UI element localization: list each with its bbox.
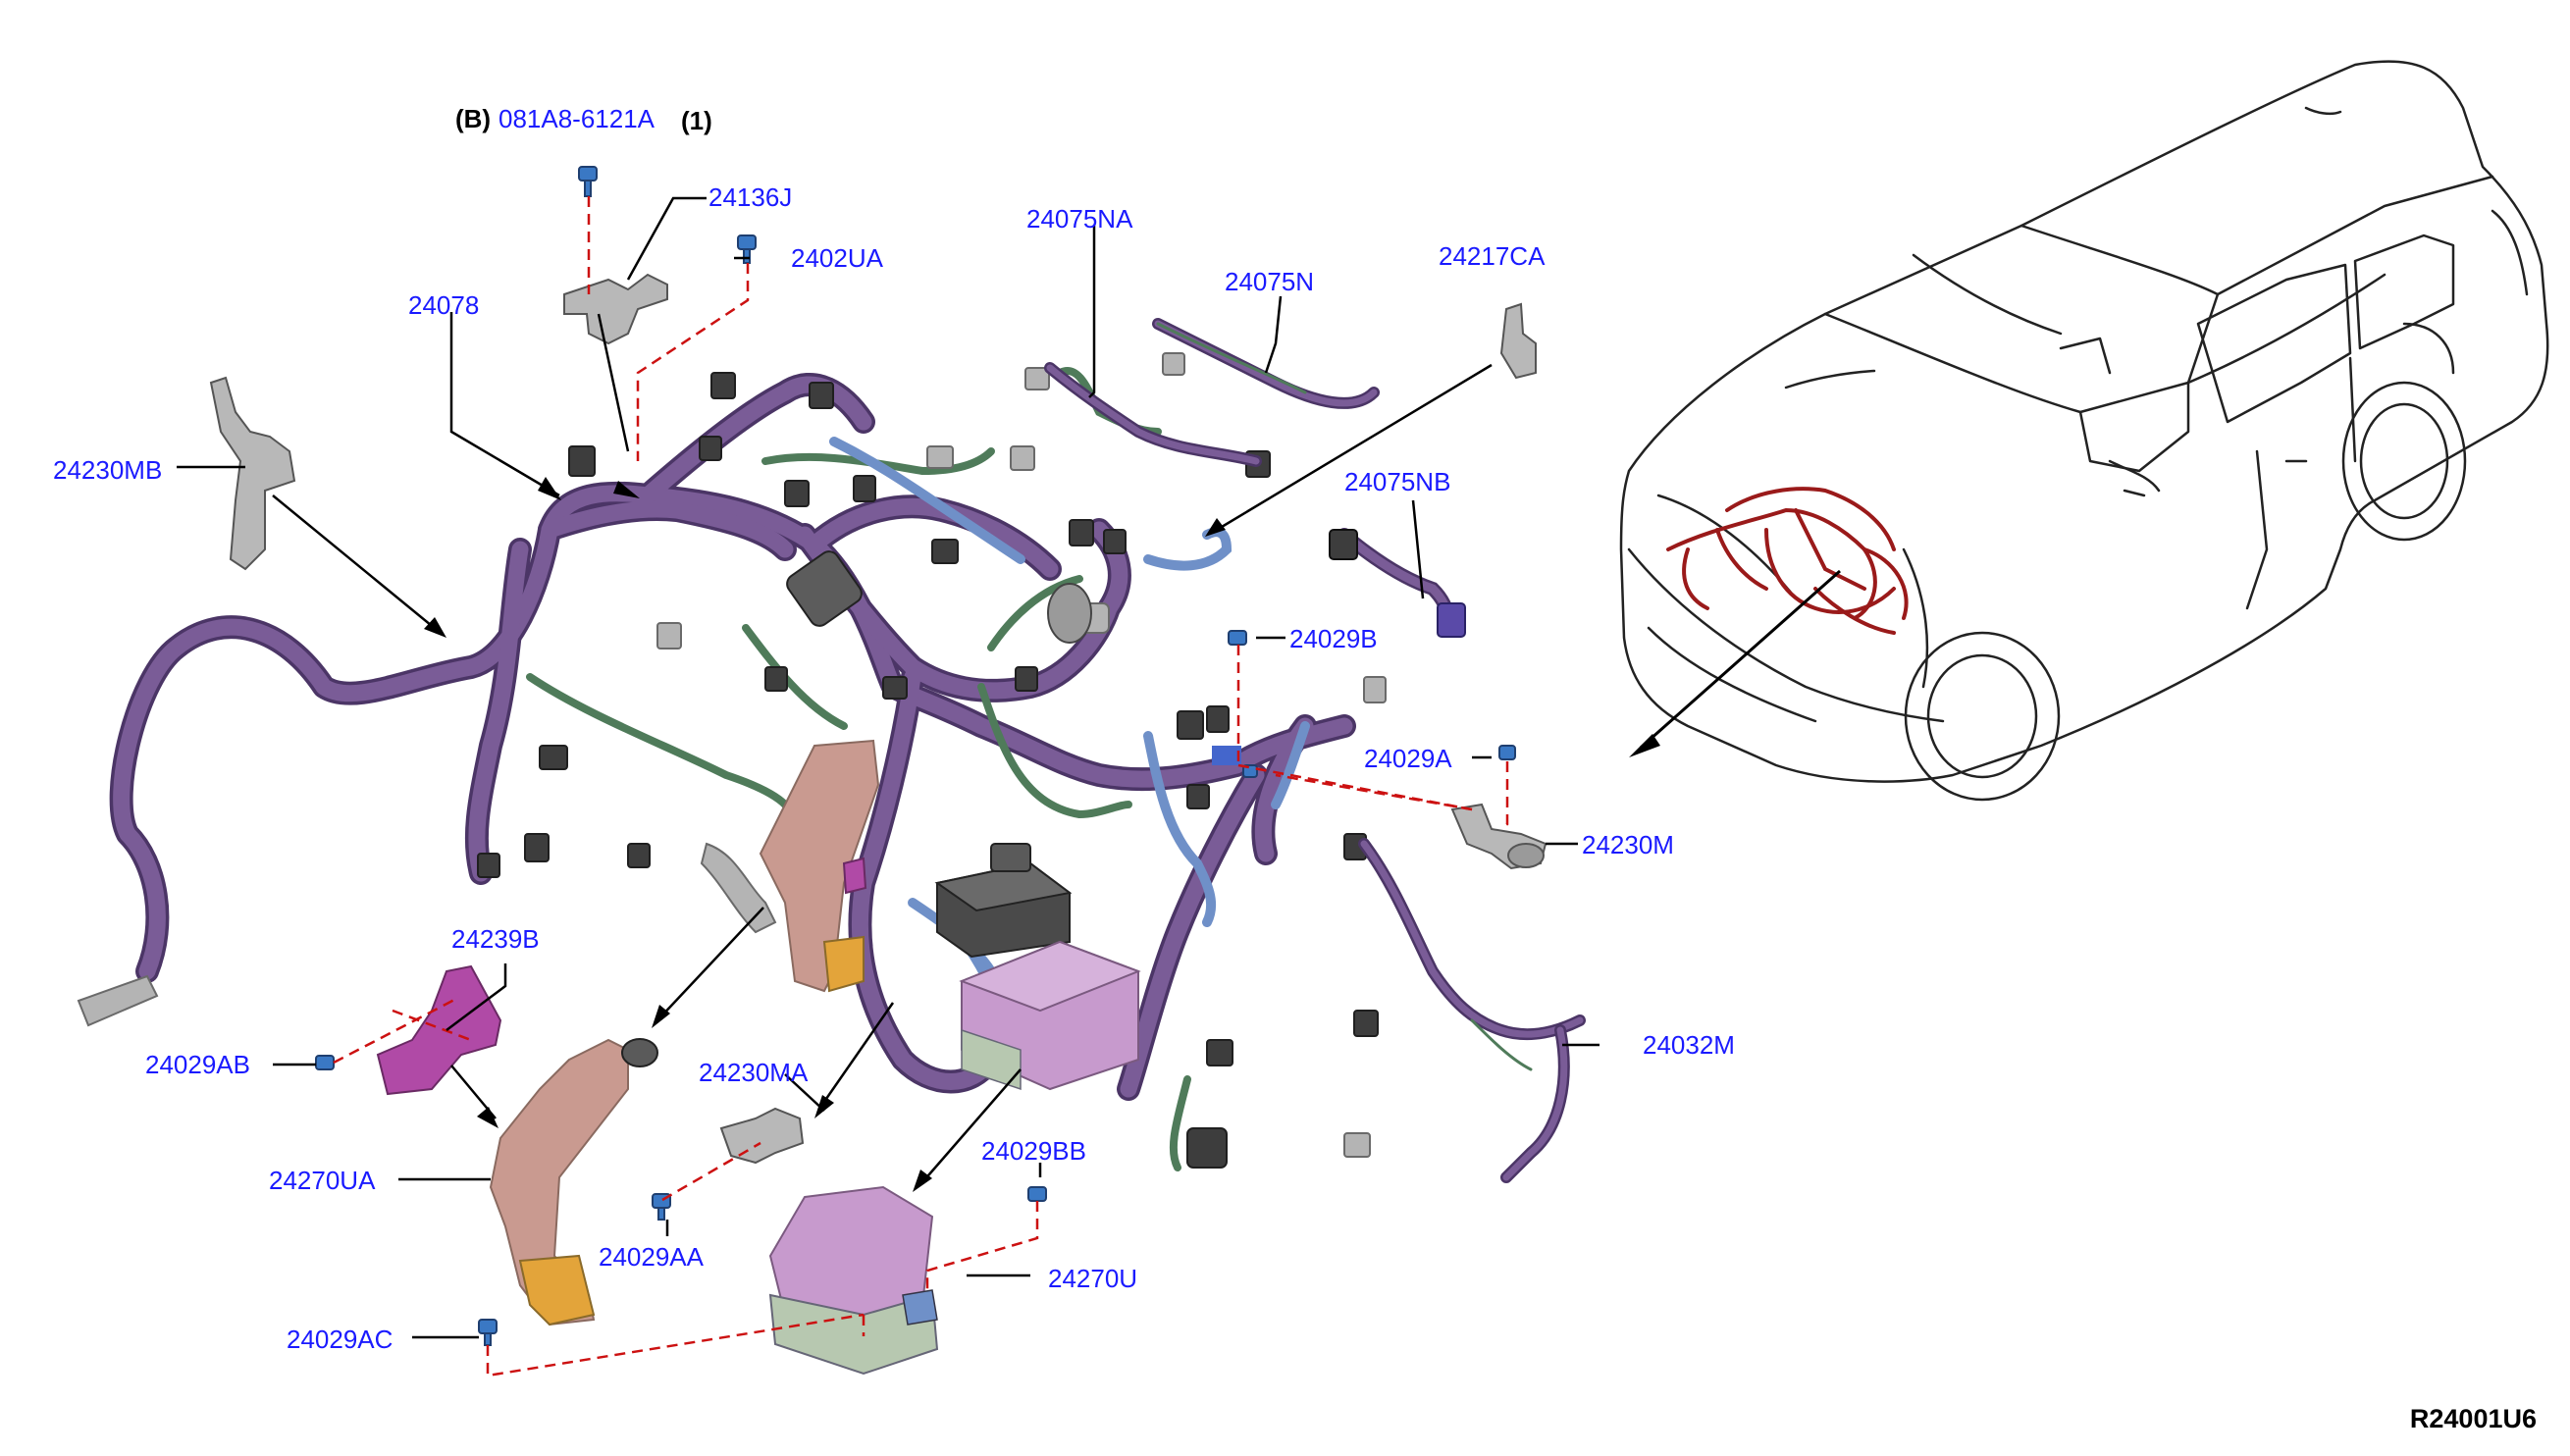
bracket-24270UA — [489, 1038, 658, 1326]
label-24029AB[interactable]: 24029AB — [145, 1050, 250, 1079]
label-24029B[interactable]: 24029B — [1289, 624, 1378, 653]
harness-junction-box — [959, 940, 1141, 1091]
label-24270U[interactable]: 24270U — [1048, 1264, 1138, 1293]
label-24217CA[interactable]: 24217CA — [1439, 241, 1546, 271]
vehicle-leader-arrowhead — [1629, 734, 1660, 757]
header-prefix: (B) — [455, 104, 492, 133]
label-24230M[interactable]: 24230M — [1582, 830, 1674, 859]
header-quantity: (1) — [681, 106, 712, 135]
label-24032M[interactable]: 24032M — [1643, 1030, 1735, 1060]
bracket-24136J — [563, 273, 668, 345]
main-harness-trunks — [109, 372, 1356, 1101]
light-connectors — [77, 352, 1387, 1158]
label-24029AA[interactable]: 24029AA — [599, 1242, 704, 1272]
harness-cylinder-parts — [786, 550, 1241, 765]
harness-24075NB — [1329, 528, 1466, 638]
label-081A8-6121A[interactable]: 081A8-6121A — [498, 104, 656, 133]
label-24075NA[interactable]: 24075NA — [1026, 204, 1133, 234]
bracket-24217CA — [1499, 302, 1537, 380]
label-24230MB[interactable]: 24230MB — [53, 455, 163, 485]
harness-copper-bracket — [759, 739, 880, 993]
label-2402UA[interactable]: 2402UA — [791, 243, 883, 273]
box-24270U — [768, 1185, 939, 1376]
label-24029A[interactable]: 24029A — [1364, 744, 1452, 773]
bracket-24230M — [1450, 803, 1547, 870]
label-24230MA[interactable]: 24230MA — [699, 1058, 809, 1087]
diagram-code: R24001U6 — [2409, 1404, 2537, 1433]
label-24029BB[interactable]: 24029BB — [981, 1136, 1086, 1166]
label-24078[interactable]: 24078 — [408, 290, 480, 320]
label-24270UA[interactable]: 24270UA — [269, 1166, 376, 1195]
bracket-24239B — [376, 964, 502, 1096]
leader-lines — [177, 196, 1600, 1339]
label-24029AC[interactable]: 24029AC — [287, 1325, 393, 1354]
relay-block — [934, 843, 1073, 959]
vehicle-harness-highlight — [1666, 487, 1909, 635]
dashed-reference-lines — [333, 196, 1509, 1378]
leader-arrowheads — [424, 477, 1226, 1192]
bolts — [315, 166, 1516, 1346]
bracket-24230MA — [719, 1107, 805, 1165]
vehicle-illustration — [1619, 60, 2549, 802]
label-24075N[interactable]: 24075N — [1225, 267, 1315, 296]
bracket-24230MB — [209, 376, 296, 571]
label-24239B[interactable]: 24239B — [451, 924, 540, 954]
vehicle-leader-arrow — [1640, 569, 1841, 750]
harness-24075N-group — [1044, 318, 1380, 467]
label-24075NB[interactable]: 24075NB — [1344, 467, 1451, 496]
label-24136J[interactable]: 24136J — [708, 182, 793, 212]
harness-24032M — [1358, 838, 1586, 1183]
